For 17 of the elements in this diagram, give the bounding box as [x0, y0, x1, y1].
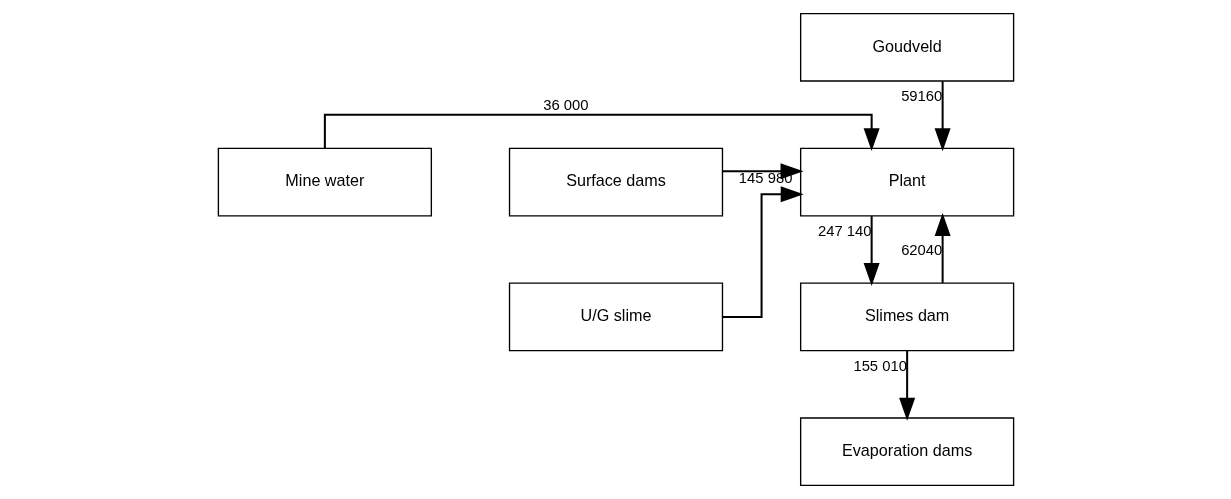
arrow: [898, 350, 915, 421]
edge-label: 62040: [900, 241, 942, 258]
arrow: [934, 213, 951, 283]
edge-label: 59160: [900, 87, 942, 104]
node-box: Mine water: [217, 147, 432, 217]
edge-label: 247 140: [817, 222, 871, 239]
node-box: U/G slime: [508, 282, 723, 352]
node-box: Slimes dam: [799, 282, 1014, 352]
node-box: Goudveld: [799, 12, 1014, 82]
arrow: [722, 186, 804, 318]
node-box: Evaporation dams: [799, 417, 1014, 487]
node-box: Plant: [799, 147, 1014, 217]
arrow: [323, 113, 880, 152]
arrow: [934, 81, 951, 152]
node-box: Surface dams: [508, 147, 723, 217]
arrow: [863, 216, 880, 286]
edge-label: 36 000: [542, 97, 589, 114]
